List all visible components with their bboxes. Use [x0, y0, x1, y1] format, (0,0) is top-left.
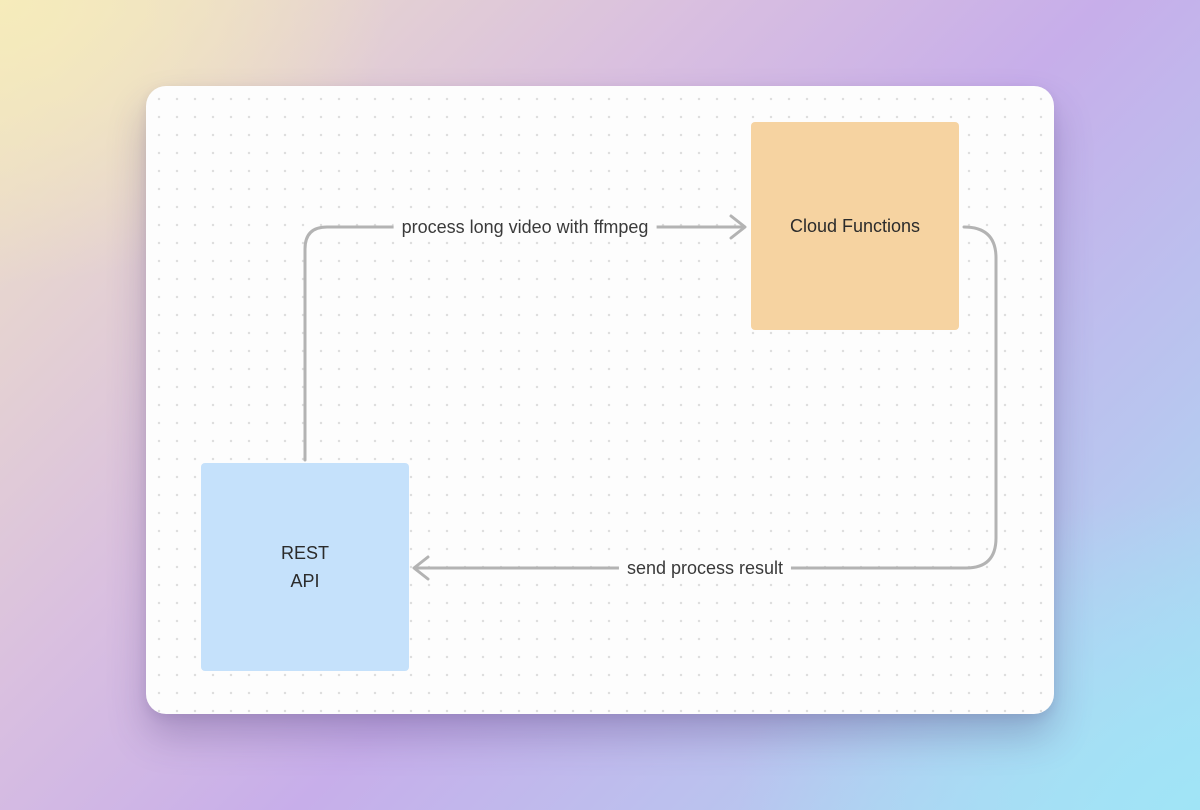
node-cloud-functions[interactable]: Cloud Functions — [751, 122, 959, 330]
edge-label-process-video[interactable]: process long video with ffmpeg — [393, 216, 657, 238]
connector-to-rest-api[interactable] — [414, 225, 998, 570]
arrowhead-to-cloud-functions-icon — [729, 214, 747, 240]
arrowhead-to-rest-api-icon — [412, 555, 430, 581]
node-rest-api-label-line1: REST — [280, 543, 329, 563]
connector-to-cloud-functions[interactable] — [303, 225, 746, 462]
node-rest-api-label-line2: API — [290, 571, 320, 591]
diagram-canvas: Cloud Functions REST API process long vi… — [146, 86, 1054, 714]
connectors — [303, 214, 998, 581]
node-rest-api[interactable]: REST API — [201, 463, 409, 671]
node-cloud-functions-label: Cloud Functions — [789, 216, 921, 236]
edge-label-send-result[interactable]: send process result — [618, 557, 792, 579]
